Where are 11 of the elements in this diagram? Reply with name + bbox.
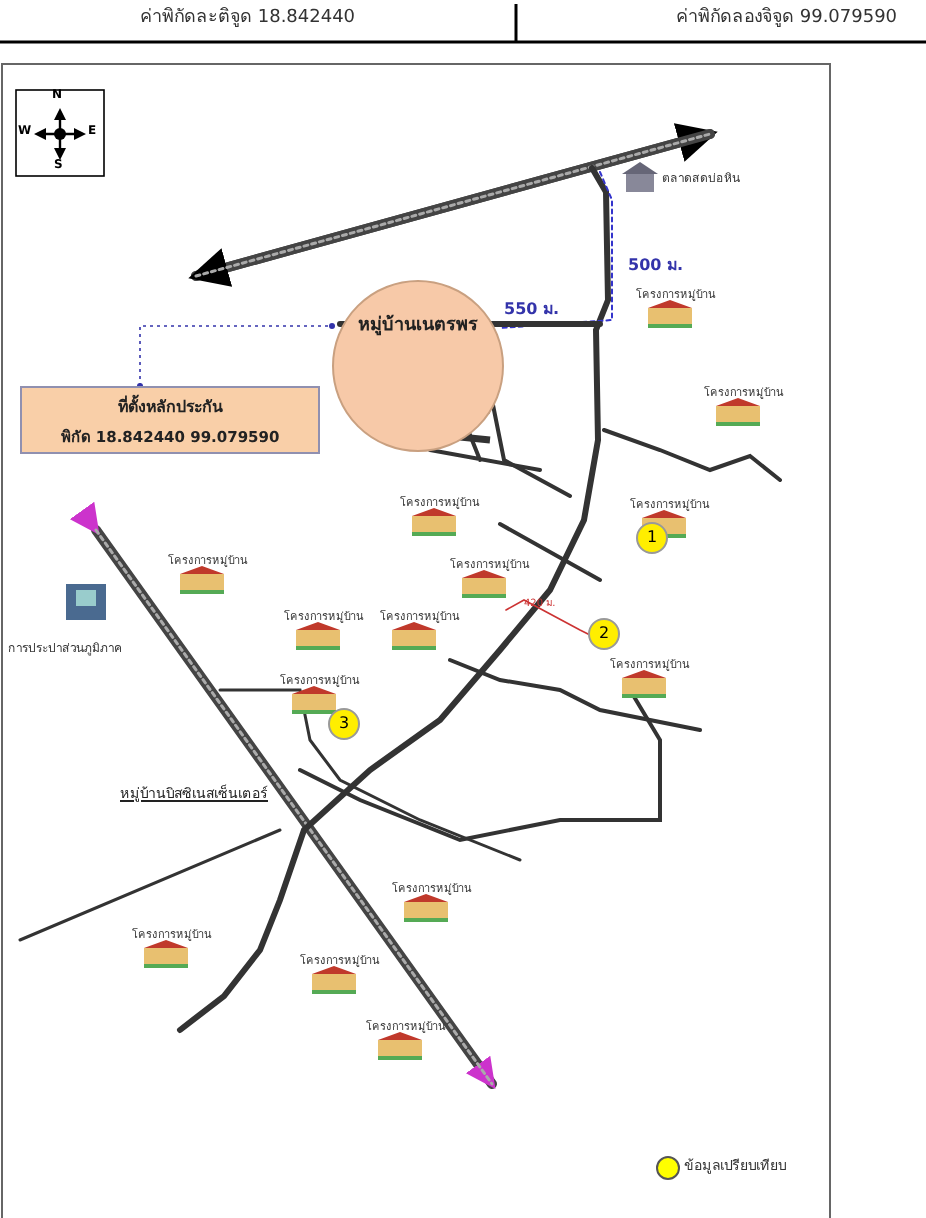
comparison-marker: 2: [588, 618, 620, 650]
callout-heading: ที่ตั้งหลักประกัน: [116, 394, 225, 420]
distance-label: 550 ม.: [504, 300, 560, 319]
header-cell: ค่าพิกัดละติจูด 18.842440: [140, 8, 356, 29]
location-callout-box: [20, 386, 320, 454]
leader-line: [137, 323, 335, 389]
header-cell: ค่าพิกัดลองจิจูด 99.079590: [676, 8, 898, 29]
village-name: หมู่บ้านเนตรพร: [356, 312, 480, 338]
comparison-marker: 1: [636, 522, 668, 554]
comparison-marker: 3: [328, 708, 360, 740]
distance-label: 500 ม.: [628, 256, 684, 275]
